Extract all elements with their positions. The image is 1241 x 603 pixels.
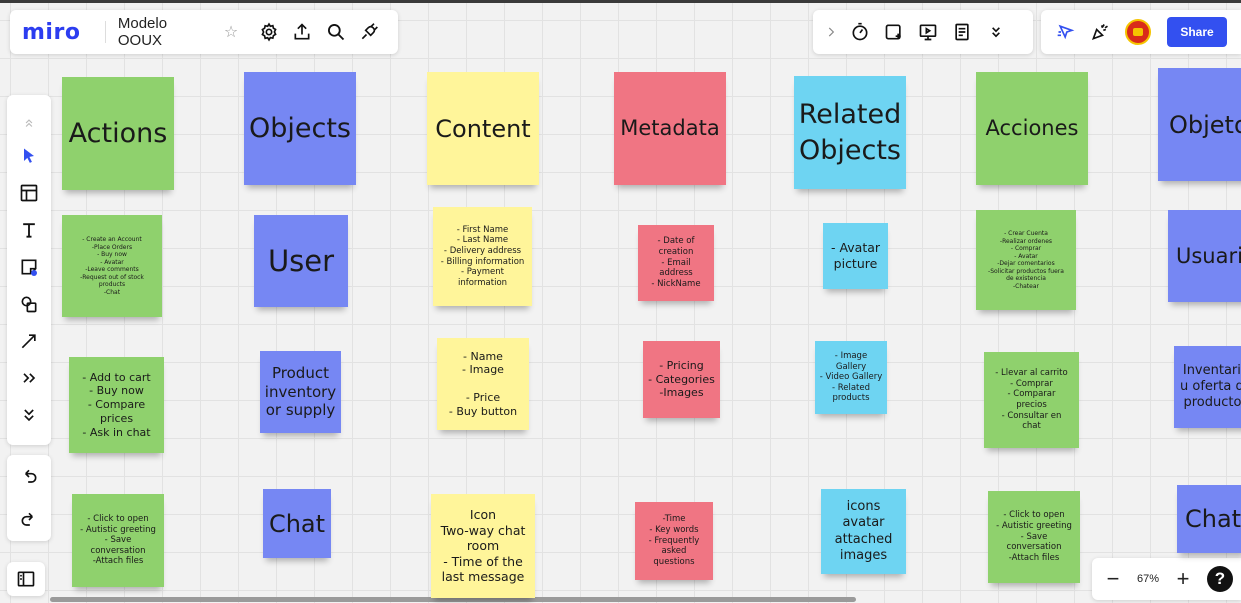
templates-icon[interactable] xyxy=(11,174,47,211)
sticky-note-objects[interactable]: Objects xyxy=(244,72,356,185)
collaboration-toolbar xyxy=(813,10,1033,54)
sticky-note-chat[interactable]: Chat xyxy=(263,489,331,558)
sticky-note-product-actions[interactable]: - Add to cart - Buy now - Compare prices… xyxy=(69,357,164,453)
upload-export-icon[interactable] xyxy=(286,15,319,49)
text-icon[interactable] xyxy=(11,211,47,248)
sticky-note-chat-metadata[interactable]: -Time - Key words - Frequently asked que… xyxy=(635,502,713,580)
header-divider xyxy=(104,21,106,43)
apps-plug-icon[interactable] xyxy=(353,15,386,49)
horizontal-scrollbar[interactable] xyxy=(50,597,856,602)
help-button[interactable]: ? xyxy=(1206,566,1233,592)
zoom-in-button[interactable]: + xyxy=(1176,566,1190,591)
sticky-note-chat-actions[interactable]: - Click to open - Autistic greeting - Sa… xyxy=(72,494,164,587)
board-title[interactable]: Modelo OOUX xyxy=(117,15,168,49)
sticky-note-related-objects[interactable]: Related Objects xyxy=(794,76,906,189)
select-cursor-icon[interactable] xyxy=(11,137,47,174)
sticky-note-user-related[interactable]: - Avatar picture xyxy=(823,223,888,289)
miro-logo[interactable]: miro xyxy=(22,19,81,45)
sticky-note-acciones[interactable]: Acciones xyxy=(976,72,1088,185)
search-icon[interactable] xyxy=(319,15,352,49)
sticky-note-content[interactable]: Content xyxy=(427,72,539,185)
sticky-note-product-content[interactable]: - Name - Image - Price - Buy button xyxy=(437,338,529,430)
more-tools-icon[interactable] xyxy=(11,359,47,396)
share-button[interactable]: Share xyxy=(1167,17,1227,47)
sticky-note-chat-related[interactable]: icons avatar attached images xyxy=(821,489,906,574)
connection-line-icon[interactable] xyxy=(11,322,47,359)
sticky-note-metadata[interactable]: Metadata xyxy=(614,72,726,185)
chevron-right-icon[interactable] xyxy=(819,15,843,49)
sticky-note-objetos[interactable]: Objeto xyxy=(1158,68,1241,181)
redo-icon[interactable] xyxy=(12,503,46,537)
sidebar-toggle-icon xyxy=(17,571,35,587)
presentation-icon[interactable] xyxy=(911,15,945,49)
frames-panel-button[interactable] xyxy=(7,562,45,596)
timer-icon[interactable] xyxy=(843,15,877,49)
expand-down-icon[interactable] xyxy=(11,396,47,433)
sticky-note-user-metadata[interactable]: - Date of creation - Email address - Nic… xyxy=(638,225,714,301)
sticky-note-icon[interactable] xyxy=(11,248,47,285)
sticky-note-product[interactable]: Product inventory or supply xyxy=(260,351,341,433)
new-feature-dot xyxy=(31,270,37,276)
collapse-up-icon[interactable] xyxy=(11,109,47,137)
cursor-follow-icon[interactable] xyxy=(1049,15,1083,49)
undo-redo-panel xyxy=(7,455,51,541)
sticky-note-chat-es[interactable]: Chat xyxy=(1177,485,1241,553)
sticky-note-usuario[interactable]: Usuario xyxy=(1168,210,1241,302)
star-icon[interactable]: ☆ xyxy=(223,24,239,41)
user-avatar[interactable] xyxy=(1125,19,1151,45)
sticky-note-product-metadata[interactable]: - Pricing - Categories -Images xyxy=(643,341,720,418)
share-panel: Share xyxy=(1041,10,1241,54)
board-header-panel: miro Modelo OOUX ☆ xyxy=(10,10,398,54)
zoom-controls: − 67% + ? xyxy=(1092,558,1241,600)
sticky-note-user[interactable]: User xyxy=(254,215,348,307)
window-top-border xyxy=(0,0,1241,3)
sticky-note-chat-acciones[interactable]: - Click to open - Autistic greeting - Sa… xyxy=(988,491,1080,583)
celebrate-reaction-icon[interactable] xyxy=(1083,15,1117,49)
sticky-note-usuario-acciones[interactable]: - Crear Cuenta -Realizar ordenes - Compr… xyxy=(976,210,1076,310)
sticky-note-chat-content[interactable]: Icon Two-way chat room - Time of the las… xyxy=(431,494,535,598)
undo-icon[interactable] xyxy=(12,460,46,494)
sticky-note-user-actions[interactable]: - Create an Account -Place Orders - Buy … xyxy=(62,215,162,317)
zoom-out-button[interactable]: − xyxy=(1106,566,1120,591)
shapes-icon[interactable] xyxy=(11,285,47,322)
double-chevron-down-icon[interactable] xyxy=(979,15,1013,49)
notes-document-icon[interactable] xyxy=(945,15,979,49)
zoom-level[interactable]: 67% xyxy=(1136,573,1160,585)
sticky-note-product-related[interactable]: - Image Gallery - Video Gallery - Relate… xyxy=(815,341,887,414)
settings-gear-icon[interactable] xyxy=(252,15,285,49)
sticky-note-inventario[interactable]: Inventario u oferta de productos xyxy=(1174,346,1241,428)
add-frame-icon[interactable] xyxy=(877,15,911,49)
sticky-note-user-content[interactable]: - First Name - Last Name - Delivery addr… xyxy=(433,207,532,306)
sticky-note-actions[interactable]: Actions xyxy=(62,77,174,190)
creation-toolbar xyxy=(7,95,51,445)
sticky-note-producto-acciones[interactable]: - Llevar al carrito - Comprar - Comparar… xyxy=(984,352,1079,448)
